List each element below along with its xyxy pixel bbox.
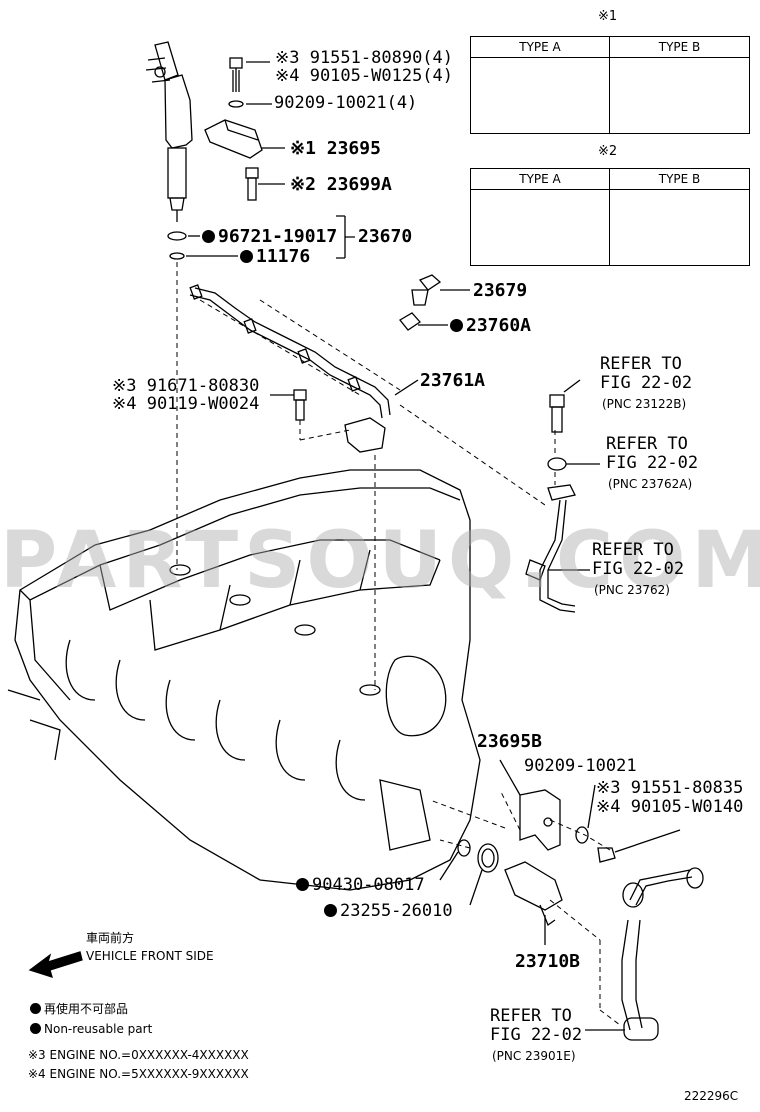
label-bolt-low-3[interactable]: ※3 91551-80835 (596, 778, 744, 798)
nonreusable-dot-icon (30, 1023, 41, 1034)
diagram-id: 222296C (684, 1089, 739, 1103)
fuel-pipe-23761A (189, 284, 419, 453)
return-pipe (525, 379, 600, 613)
table1-mark: ※1 (598, 9, 618, 24)
label-washer-top[interactable]: 90209-10021(4) (274, 93, 418, 113)
ref4-line3: (PNC 23901E) (492, 1049, 576, 1063)
stud-23699A (245, 167, 285, 201)
nonreusable-dot-icon (450, 319, 463, 332)
label-seal-low-text: 23255-26010 (340, 901, 453, 921)
label-gasket[interactable]: 11176 (240, 248, 310, 266)
lower-hose (585, 867, 704, 1041)
label-seal-low[interactable]: 23255-26010 (324, 903, 453, 920)
ref2-line2[interactable]: FIG 22-02 (606, 453, 699, 473)
watermark: PARTSOUQ.COM (0, 516, 760, 606)
ref1-line2[interactable]: FIG 22-02 (600, 373, 693, 393)
label-stud[interactable]: ※2 23699A (290, 174, 392, 195)
label-nozzle[interactable]: 23710B (515, 951, 581, 972)
seal-rings (167, 215, 355, 260)
label-oring-text: 90430-08017 (312, 875, 425, 895)
label-gasket-b[interactable]: 23760A (450, 317, 531, 335)
ref3-line3: (PNC 23762) (594, 583, 670, 597)
ref1-line1[interactable]: REFER TO (600, 354, 682, 374)
label-pipe[interactable]: 23761A (420, 370, 486, 391)
legend-nonreuse-en-text: Non-reusable part (44, 1022, 153, 1036)
table2-mark: ※2 (598, 144, 618, 159)
nonreusable-dot-icon (240, 250, 253, 263)
label-oring[interactable]: 90430-08017 (296, 877, 425, 894)
ref2-line3: (PNC 23762A) (608, 477, 693, 491)
nonreusable-dot-icon (324, 904, 337, 917)
nonreusable-dot-icon (296, 878, 309, 891)
clamp-23695 (204, 119, 285, 159)
label-union-bolt[interactable]: 23679 (473, 280, 528, 301)
engine-block (7, 469, 481, 891)
type-table-1: TYPE A TYPE B (470, 36, 750, 134)
table2-divider (609, 189, 610, 265)
legend-nonreuse-jp-text: 再使用不可部品 (44, 1002, 129, 1016)
assembly-lines (176, 262, 621, 1026)
label-seal[interactable]: 96721-19017 (202, 228, 337, 246)
bolt-mid (270, 389, 307, 421)
nonreusable-dot-icon (30, 1003, 41, 1014)
label-bracket[interactable]: 23695B (477, 731, 543, 752)
table1-divider (609, 57, 610, 133)
ref3-line2[interactable]: FIG 22-02 (592, 559, 685, 579)
legend-nonreuse-jp: 再使用不可部品 (30, 1003, 128, 1015)
label-bolt-low-4[interactable]: ※4 90105-W0140 (596, 797, 744, 817)
table2-type-b: TYPE B (610, 169, 749, 190)
label-bolt-top-4[interactable]: ※4 90105-W0125(4) (275, 66, 454, 86)
label-injector[interactable]: 23670 (358, 226, 413, 247)
table1-type-a: TYPE A (471, 37, 610, 58)
injector-23670 (145, 41, 193, 222)
label-washer-low[interactable]: 90209-10021 (524, 756, 637, 776)
label-bolt-mid-3[interactable]: ※3 91671-80830 (112, 376, 260, 396)
table1-type-b: TYPE B (610, 37, 749, 58)
label-seal-text: 96721-19017 (218, 226, 338, 247)
label-bolt-mid-4[interactable]: ※4 90119-W0024 (112, 394, 260, 414)
label-gasket-text: 11176 (256, 246, 311, 267)
label-bolt-top-3[interactable]: ※3 91551-80890(4) (275, 48, 454, 68)
type-table-2: TYPE A TYPE B (470, 168, 750, 266)
ref4-line1[interactable]: REFER TO (490, 1006, 572, 1026)
nonreusable-dot-icon (202, 230, 215, 243)
legend-front-jp: 車両前方 (86, 931, 135, 945)
bracket-23695B (499, 759, 681, 863)
front-arrow-icon (28, 951, 83, 978)
ref2-line1[interactable]: REFER TO (606, 434, 688, 454)
legend-nonreuse-en: Non-reusable part (30, 1023, 152, 1035)
bolt-top (228, 57, 272, 108)
ref4-line2[interactable]: FIG 22-02 (490, 1025, 583, 1045)
ref1-line3: (PNC 23122B) (602, 397, 687, 411)
union-bolt-23679 (399, 274, 470, 331)
legend-note4: ※4 ENGINE NO.=5XXXXXX-9XXXXXX (28, 1067, 249, 1081)
legend-front-en: VEHICLE FRONT SIDE (86, 949, 214, 963)
ref3-line1[interactable]: REFER TO (592, 540, 674, 560)
table2-type-a: TYPE A (471, 169, 610, 190)
legend-note3: ※3 ENGINE NO.=0XXXXXX-4XXXXXX (28, 1048, 249, 1062)
label-clamp[interactable]: ※1 23695 (290, 138, 381, 159)
label-gasket-b-text: 23760A (466, 315, 532, 336)
nozzle-23710B (439, 839, 563, 945)
